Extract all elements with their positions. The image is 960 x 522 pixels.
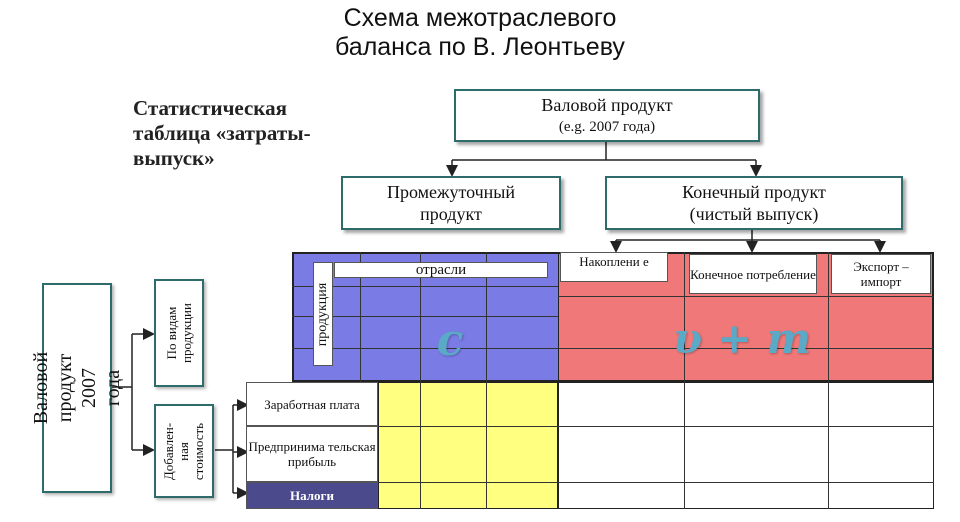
grid-line xyxy=(292,316,558,317)
grid-line xyxy=(420,252,421,509)
grid-line xyxy=(828,252,829,509)
grid-line xyxy=(360,252,361,382)
gross-product-year: (e.g. 2007 года) xyxy=(558,118,656,135)
grid-line xyxy=(558,348,934,349)
taxes-row-label: Налоги xyxy=(246,482,378,509)
intermediate-product-box: Промежуточный продукт xyxy=(341,176,561,230)
gross-product-2007-box: Валовой продукт 2007 года xyxy=(30,283,124,493)
title-line-2: баланса по В. Леонтьеву xyxy=(335,33,625,61)
final-product-box: Конечный продукт (чистый выпуск) xyxy=(605,176,903,230)
final-consumption-header: Конечное потребление xyxy=(689,254,817,294)
accumulation-header: Накоплени е xyxy=(560,252,668,282)
c-symbol: c xyxy=(436,315,464,366)
subtitle-line-2: таблица «затраты- xyxy=(133,121,311,145)
grid-line xyxy=(378,482,934,483)
title-line-1: Схема межотраслевого xyxy=(343,4,617,32)
value-added-label: Добавлен- ная стоимость xyxy=(161,422,207,480)
value-added-box: Добавлен- ная стоимость xyxy=(154,404,214,498)
gross-product-box: Валовой продукт (e.g. 2007 года) xyxy=(454,89,760,142)
value-added-quadrant xyxy=(378,382,558,509)
profit-row-label: Предпринима тельская прибыль xyxy=(246,426,378,482)
gross-product-2007-label: Валовой продукт 2007 года xyxy=(30,351,125,425)
by-product-type-label: По видам продукции xyxy=(164,303,194,363)
industries-header: отрасли xyxy=(334,262,548,278)
final-line-2: (чистый выпуск) xyxy=(689,204,819,224)
grid-line xyxy=(684,252,685,509)
intermediate-line-2: продукт xyxy=(420,204,482,224)
export-import-header: Экспорт – импорт xyxy=(831,254,931,294)
vm-symbol: υ + m xyxy=(672,314,812,363)
page-title: Схема межотраслевого баланса по В. Леонт… xyxy=(0,4,960,62)
grid-line xyxy=(558,296,934,297)
by-product-type-box: По видам продукции xyxy=(154,279,204,387)
subtitle-line-1: Статистическая xyxy=(133,96,287,120)
products-header: продукция xyxy=(313,262,333,366)
products-header-label: продукция xyxy=(315,282,331,346)
final-line-1: Конечный продукт xyxy=(682,182,826,202)
empty-quadrant xyxy=(558,382,934,509)
wages-row-label: Заработная плата xyxy=(246,382,378,426)
grid-line xyxy=(292,348,558,349)
intermediate-line-1: Промежуточный xyxy=(386,182,516,202)
gross-product-label: Валовой продукт xyxy=(541,94,673,115)
grid-line xyxy=(378,426,934,427)
subtitle-line-3: выпуск» xyxy=(133,146,215,170)
grid-line xyxy=(292,286,558,287)
subtitle: Статистическая таблица «затраты- выпуск» xyxy=(133,96,383,171)
grid-line xyxy=(486,252,487,509)
